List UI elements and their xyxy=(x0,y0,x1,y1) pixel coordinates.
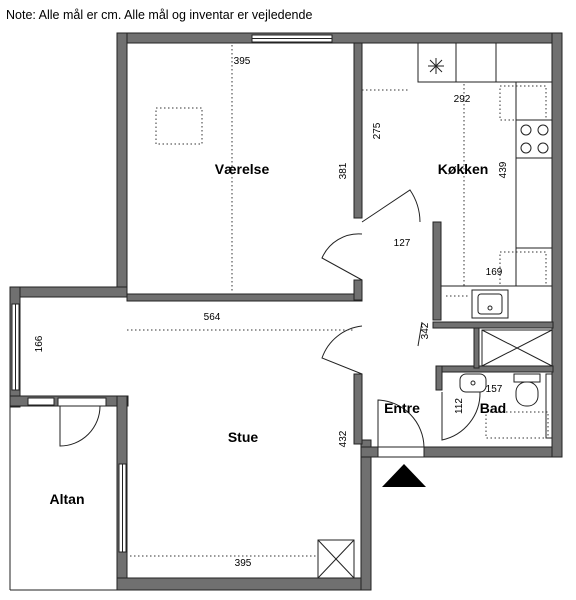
door-bad xyxy=(441,391,481,441)
room-label-kokken: Køkken xyxy=(438,161,489,177)
wall-bottom xyxy=(116,577,372,591)
shower-wall xyxy=(545,373,553,439)
sink-icon xyxy=(471,289,509,319)
dim-window-left: 166 xyxy=(34,335,45,352)
wall-vaerelse-stue xyxy=(126,293,363,302)
dim-vaerelse-width: 395 xyxy=(234,56,251,67)
room-label-bad: Bad xyxy=(480,400,506,416)
wall-vaerelse-kokken xyxy=(353,42,363,219)
walls xyxy=(9,32,563,591)
wall-top xyxy=(116,32,563,44)
dim-stue-height: 432 xyxy=(338,430,349,447)
entrance-door-frame xyxy=(377,446,425,458)
altan-door-frame xyxy=(57,397,107,407)
door-passage xyxy=(321,233,363,281)
windows xyxy=(11,34,333,553)
chimney-box xyxy=(317,539,355,579)
wall-bad-left xyxy=(435,365,443,391)
bath-fixtures xyxy=(459,329,553,439)
plan-note: Note: Alle mål er cm. Alle mål og invent… xyxy=(6,8,313,22)
dim-bad-height: 112 xyxy=(454,398,465,414)
dimension-lines xyxy=(127,45,470,557)
upper-cabinet-1 xyxy=(499,85,547,121)
room-label-entre: Entre xyxy=(384,400,420,416)
altan-door-swing xyxy=(59,405,101,447)
wall-right-bottom xyxy=(420,446,563,458)
dim-kokken-wall: 275 xyxy=(372,122,383,139)
dim-kokken-width: 292 xyxy=(454,94,471,105)
altan-outline xyxy=(9,397,117,591)
wall-stue-top-left xyxy=(9,286,128,298)
wall-right xyxy=(551,32,563,458)
doors xyxy=(321,189,481,487)
door-stue xyxy=(321,325,363,375)
stove-icon xyxy=(515,119,553,159)
wall-utility xyxy=(473,327,480,369)
wall-kokken-hall xyxy=(432,221,442,321)
toilet-icon xyxy=(513,373,541,407)
entrance-arrow-icon xyxy=(382,464,426,487)
washer-icon xyxy=(481,329,553,367)
wall-stub-mid xyxy=(353,279,363,301)
dim-stue-width: 564 xyxy=(204,312,221,323)
door-vaerelse xyxy=(361,189,421,223)
kitchen-fixtures xyxy=(417,43,553,319)
room-label-altan: Altan xyxy=(50,491,85,507)
wall-left-upper xyxy=(116,32,128,296)
dim-bad-width: 157 xyxy=(486,384,503,395)
upper-cabinet-2 xyxy=(499,251,547,287)
skylight xyxy=(155,107,203,145)
dim-passage: 127 xyxy=(394,238,411,249)
dim-stue-bottom: 395 xyxy=(235,558,252,569)
wall-bad-top xyxy=(435,365,554,373)
room-label-stue: Stue xyxy=(228,429,259,445)
dim-kokken-lower: 169 xyxy=(486,267,503,278)
dim-vaerelse-height: 381 xyxy=(338,162,349,179)
wall-stue-right-lower xyxy=(360,439,372,591)
wall-kokken-bad xyxy=(432,321,554,329)
wall-stue-right xyxy=(353,373,363,445)
washbasin-icon xyxy=(459,373,487,393)
window-altan-top xyxy=(27,397,55,406)
extractor-fan-icon xyxy=(428,58,444,74)
entrance-door-swing xyxy=(377,399,425,448)
dim-hall: 342 xyxy=(420,322,431,339)
stue-fixtures xyxy=(317,539,355,579)
dim-kokken-height: 439 xyxy=(498,161,509,178)
room-label-vaerelse: Værelse xyxy=(215,161,270,177)
